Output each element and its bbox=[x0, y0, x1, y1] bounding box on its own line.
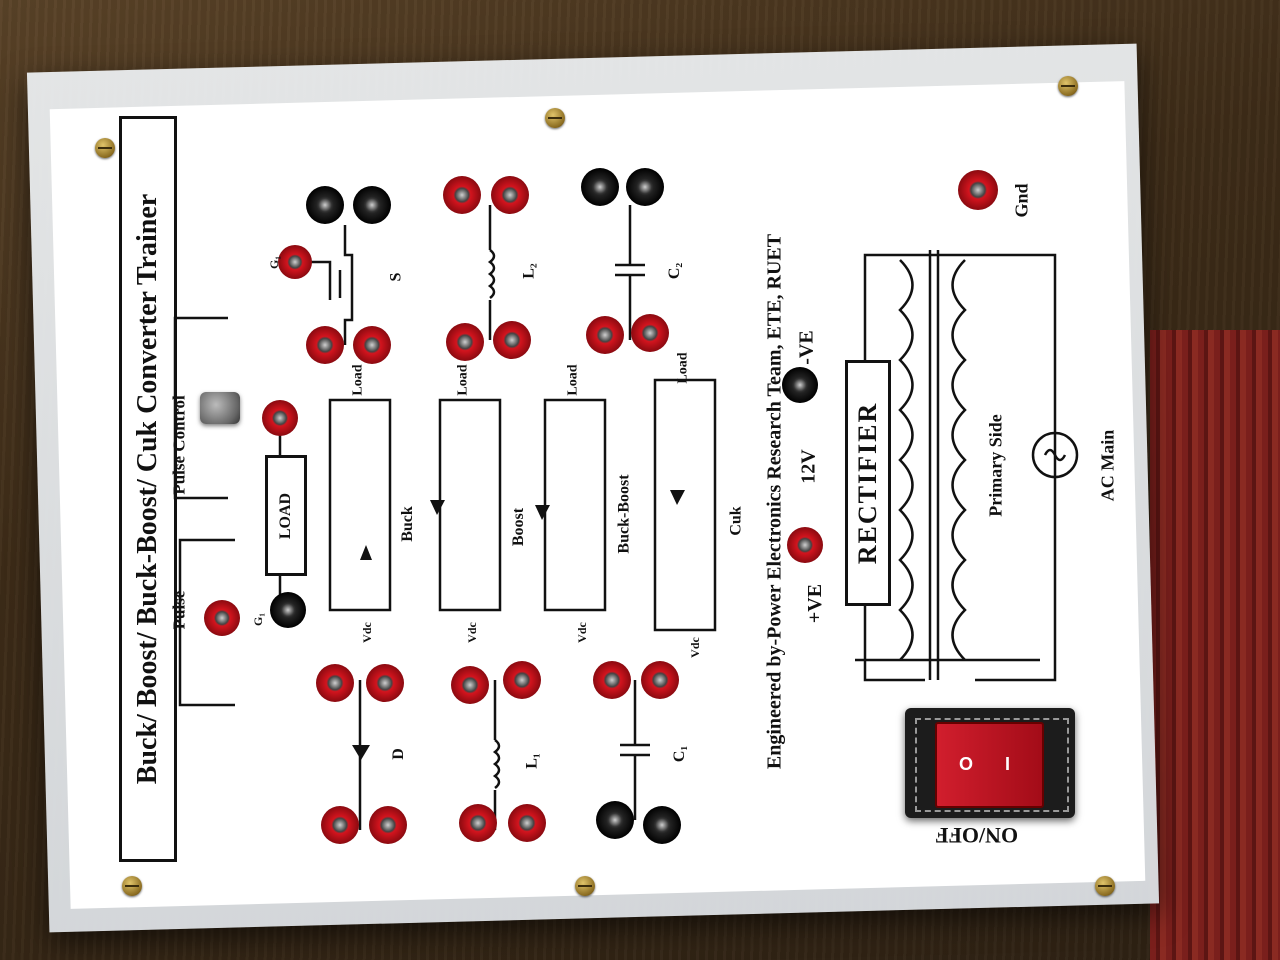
minus-ve-label: -VE bbox=[795, 330, 818, 365]
boost-load-label: Load bbox=[455, 364, 471, 396]
switch-on-mark: I bbox=[1005, 754, 1011, 774]
socket-black[interactable] bbox=[596, 801, 634, 839]
boost-vdc-label: Vdc bbox=[464, 622, 479, 643]
minus-ve-socket[interactable] bbox=[782, 367, 818, 403]
red-cloth bbox=[1150, 330, 1280, 960]
socket-red[interactable] bbox=[593, 661, 631, 699]
socket-red[interactable] bbox=[316, 664, 354, 702]
buck-boost-load-label: Load bbox=[565, 364, 581, 396]
g1-label: G₁ bbox=[250, 613, 265, 626]
socket-red[interactable] bbox=[586, 316, 624, 354]
screw bbox=[1095, 876, 1115, 896]
pulse-control-knob[interactable] bbox=[200, 392, 240, 424]
screw bbox=[95, 138, 115, 158]
socket-red[interactable] bbox=[306, 326, 344, 364]
switch-s-label: S bbox=[387, 272, 405, 282]
cuk-load-label: Load bbox=[675, 352, 691, 384]
load-box: LOAD bbox=[265, 455, 307, 576]
screw bbox=[122, 876, 142, 896]
c2-label: C₂ bbox=[666, 262, 684, 280]
cuk-vdc-label: Vdc bbox=[687, 637, 702, 658]
buck-boost-vdc-label: Vdc bbox=[574, 622, 589, 643]
screw bbox=[1058, 76, 1078, 96]
pulse-label: Pulse bbox=[169, 590, 189, 630]
credit-label: Engineered by-Power Electronics Research… bbox=[763, 233, 786, 770]
socket-red[interactable] bbox=[459, 804, 497, 842]
g1-switch-label: G₁ bbox=[266, 256, 281, 269]
boost-label: Boost bbox=[510, 507, 528, 547]
socket-red[interactable] bbox=[366, 664, 404, 702]
diode-label: D bbox=[389, 748, 407, 760]
screw bbox=[545, 108, 565, 128]
socket-red[interactable] bbox=[369, 806, 407, 844]
socket-black[interactable] bbox=[306, 186, 344, 224]
socket-red[interactable] bbox=[446, 323, 484, 361]
socket-black[interactable] bbox=[643, 806, 681, 844]
pulse-control-label: Pulse Control bbox=[169, 395, 189, 495]
socket-black[interactable] bbox=[626, 168, 664, 206]
socket-red[interactable] bbox=[493, 321, 531, 359]
socket-red[interactable] bbox=[491, 176, 529, 214]
screw bbox=[575, 876, 595, 896]
gnd-socket[interactable] bbox=[958, 170, 998, 210]
pulse-socket[interactable] bbox=[204, 600, 240, 636]
socket-red[interactable] bbox=[503, 661, 541, 699]
l2-label: L₂ bbox=[520, 263, 538, 279]
gnd-label: Gnd bbox=[1011, 183, 1032, 218]
g1-socket-black[interactable] bbox=[270, 592, 306, 628]
socket-black[interactable] bbox=[581, 168, 619, 206]
power-switch-outline bbox=[915, 718, 1069, 812]
socket-black[interactable] bbox=[353, 186, 391, 224]
socket-red[interactable] bbox=[321, 806, 359, 844]
ac-main-label: AC Main bbox=[1097, 429, 1118, 502]
c1-label: C₁ bbox=[671, 745, 689, 763]
rectifier-box: RECTIFIER bbox=[845, 360, 891, 606]
load-socket-red[interactable] bbox=[262, 400, 298, 436]
buck-boost-label: Buck-Boost bbox=[615, 474, 633, 554]
power-rocker-switch[interactable]: O I bbox=[935, 722, 1044, 808]
l1-label: L₁ bbox=[523, 753, 541, 769]
socket-red[interactable] bbox=[508, 804, 546, 842]
cuk-label: Cuk bbox=[727, 506, 745, 536]
socket-red[interactable] bbox=[451, 666, 489, 704]
buck-label: Buck bbox=[398, 506, 416, 542]
buck-load-label: Load bbox=[350, 364, 366, 396]
socket-red[interactable] bbox=[641, 661, 679, 699]
plus-ve-label: +VE bbox=[804, 583, 827, 624]
socket-red[interactable] bbox=[631, 314, 669, 352]
socket-red[interactable] bbox=[443, 176, 481, 214]
socket-red[interactable] bbox=[353, 326, 391, 364]
on-off-label: ON/OFF bbox=[935, 823, 1019, 848]
plus-ve-socket[interactable] bbox=[787, 527, 823, 563]
voltage-label: 12V bbox=[797, 449, 820, 484]
primary-side-label: Primary Side bbox=[985, 414, 1006, 517]
buck-vdc-label: Vdc bbox=[359, 622, 374, 643]
switch-off-mark: O bbox=[959, 754, 974, 774]
socket-red[interactable] bbox=[278, 245, 312, 279]
